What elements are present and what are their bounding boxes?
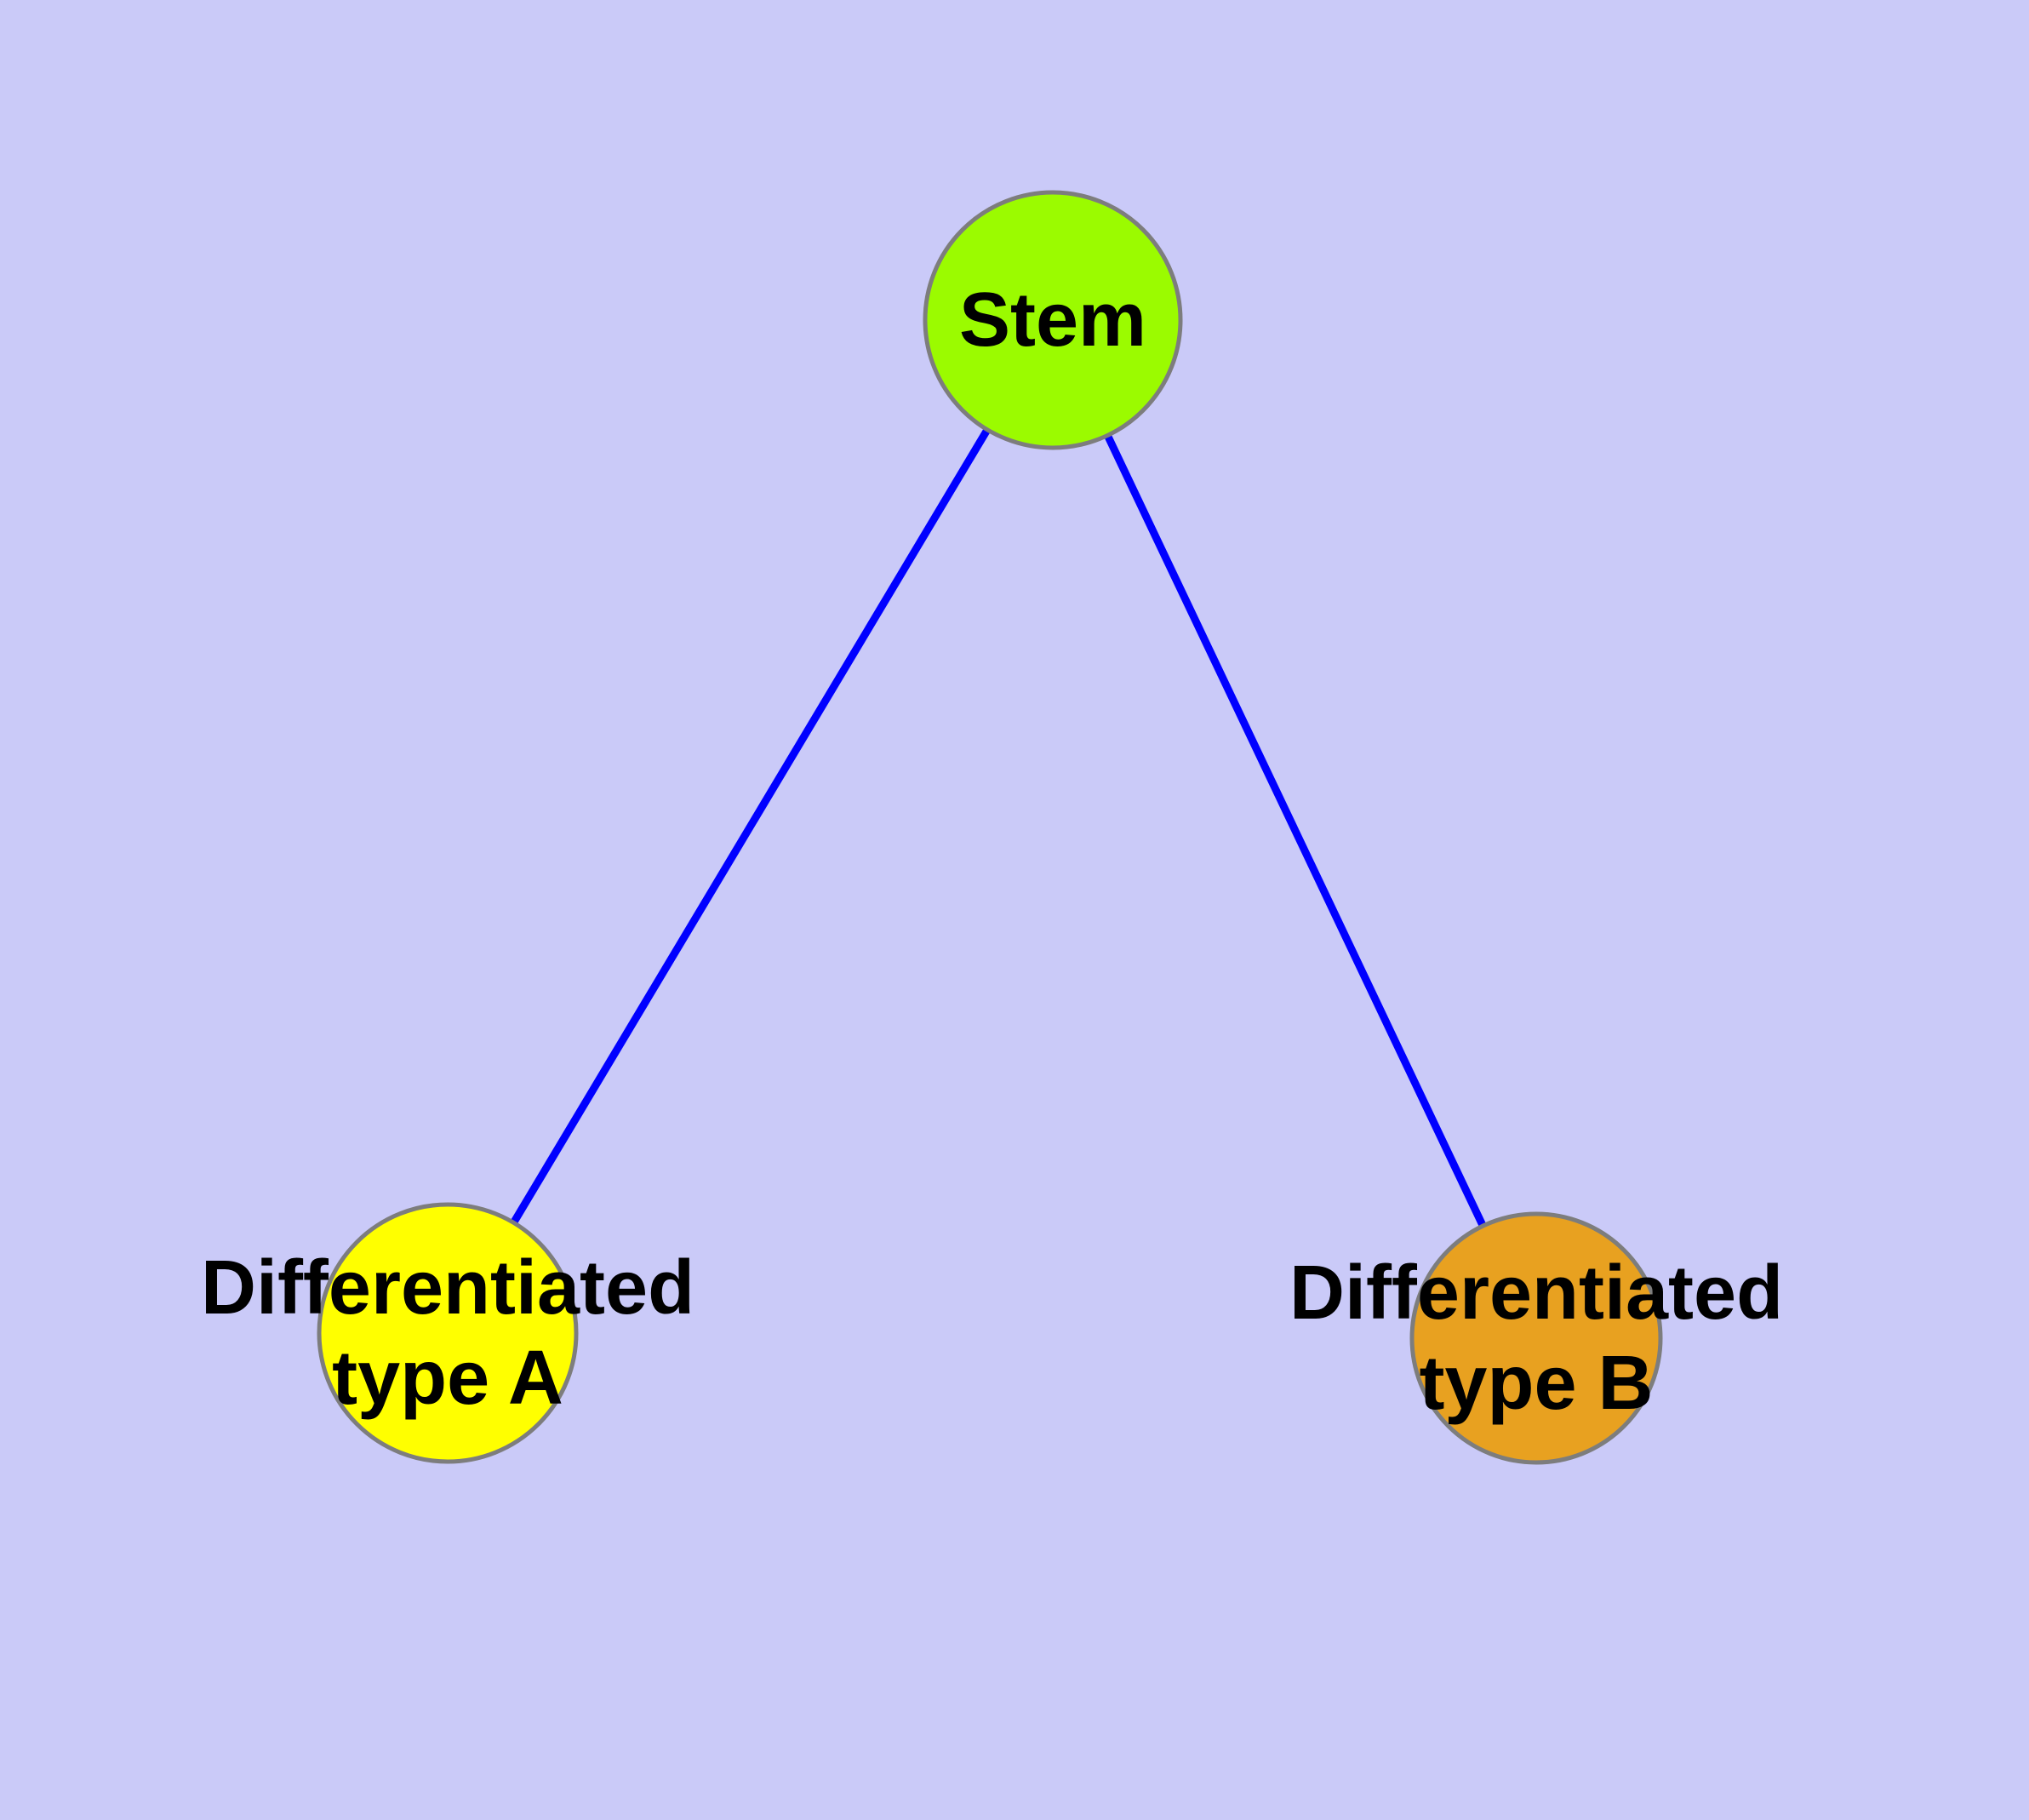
node-type-a: [317, 1202, 579, 1464]
edge-stem-to-type-b: [1049, 318, 1540, 1340]
node-stem: [923, 190, 1183, 450]
node-type-b: [1409, 1211, 1663, 1465]
edge-stem-to-type-a: [444, 318, 1056, 1336]
